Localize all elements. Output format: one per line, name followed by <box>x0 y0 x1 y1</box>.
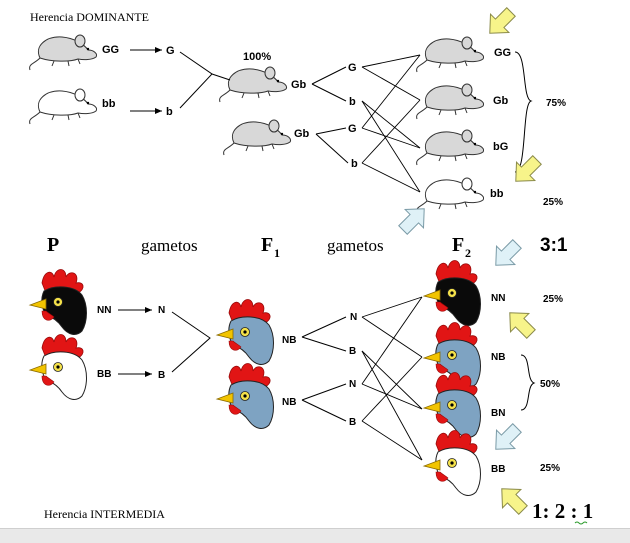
mouse-parent-bb <box>29 88 98 125</box>
generation-f1-sub: 1 <box>274 246 280 260</box>
rooster-f1-bottom <box>216 363 274 429</box>
rooster-parent-label: NN <box>97 305 111 316</box>
rooster-gamete-label: B <box>158 370 165 381</box>
generation-gametes: gametos <box>141 236 198 255</box>
dominant-title: Herencia DOMINANTE <box>30 10 149 24</box>
generation-f1: F <box>261 234 273 256</box>
rooster-f1-label: NB <box>282 335 296 346</box>
mouse-f2-bg <box>416 129 485 166</box>
yellow-highlight-arrow <box>489 7 516 34</box>
rooster-section: NN BB N B NB NB N B N B NN NB BN BB 25% … <box>29 239 593 525</box>
mouse-f1-top <box>219 66 288 103</box>
mouse-f2-bb <box>416 177 485 214</box>
rooster-parent-nn <box>29 269 87 335</box>
mouse-f2-label: bb <box>490 188 504 200</box>
blue-highlight-arrow <box>495 423 522 450</box>
rooster-f1-gamete: N <box>349 379 356 390</box>
yellow-highlight-arrow <box>501 488 528 515</box>
rooster-parent-bb <box>29 334 87 400</box>
rooster-f2-label: BB <box>491 464 505 475</box>
generation-f2: F <box>452 234 464 256</box>
generation-gametes: gametos <box>327 236 384 255</box>
ratio-underline <box>574 521 588 525</box>
mouse-percent-dominant: 75% <box>546 98 566 109</box>
mouse-section: GG bb G b 100% Gb Gb G b G b GG Gb bG bb… <box>29 7 566 235</box>
rooster-gamete-label: N <box>158 305 165 316</box>
rooster-percent: 25% <box>543 294 563 305</box>
rooster-crossing-lines <box>361 296 423 461</box>
generation-p: P <box>47 234 59 256</box>
rooster-percent: 25% <box>540 463 560 474</box>
blue-highlight-arrow <box>495 239 522 266</box>
rooster-f1-gamete: B <box>349 346 356 357</box>
mouse-f1-percent: 100% <box>243 51 271 63</box>
rooster-f2-bb <box>423 430 481 496</box>
mouse-f1-bottom <box>223 119 292 156</box>
rooster-f2-label: NN <box>491 293 505 304</box>
mouse-percent-recessive: 25% <box>543 197 563 208</box>
blue-highlight-arrow <box>398 208 425 235</box>
yellow-highlight-arrow <box>509 312 536 339</box>
mouse-crossing-lines <box>361 54 421 193</box>
yellow-highlight-arrow <box>515 155 542 182</box>
rooster-f1-top <box>216 299 274 365</box>
mouse-gamete-label: G <box>166 45 175 57</box>
rooster-parent-label: BB <box>97 369 111 380</box>
mouse-f2-label: GG <box>494 47 511 59</box>
mouse-parent-label: bb <box>102 98 116 110</box>
mouse-f1-gamete: G <box>348 123 357 135</box>
mouse-f1-gamete: b <box>351 158 358 170</box>
rooster-brace <box>520 354 536 411</box>
rooster-f2-nn <box>423 260 481 326</box>
rooster-f1-label: NB <box>282 397 296 408</box>
mouse-f2-gg <box>416 36 485 73</box>
mouse-f1-label: Gb <box>291 79 307 91</box>
rooster-percent: 50% <box>540 379 560 390</box>
mouse-ratio: 3:1 <box>540 235 568 256</box>
generation-f2-sub: 2 <box>465 246 471 260</box>
mouse-f2-label: bG <box>493 141 508 153</box>
mouse-f2-gb <box>416 83 485 120</box>
mouse-gamete-label: b <box>166 106 173 118</box>
mouse-f1-gamete: G <box>348 62 357 74</box>
mouse-f1-gamete: b <box>349 96 356 108</box>
rooster-f2-label: NB <box>491 352 505 363</box>
mouse-f1-label: Gb <box>294 128 310 140</box>
rooster-f1-gamete: B <box>349 417 356 428</box>
rooster-f2-label: BN <box>491 408 505 419</box>
rooster-f1-gamete: N <box>350 312 357 323</box>
mouse-parent-gg <box>29 34 98 71</box>
window-bottom-bar <box>0 528 630 543</box>
rooster-ratio: 1: 2 : 1 <box>532 499 593 523</box>
mouse-parent-label: GG <box>102 44 119 56</box>
intermediate-title: Herencia INTERMEDIA <box>44 507 165 521</box>
mouse-brace <box>514 51 533 173</box>
mouse-cross-line <box>179 51 213 109</box>
mouse-f2-label: Gb <box>493 95 509 107</box>
